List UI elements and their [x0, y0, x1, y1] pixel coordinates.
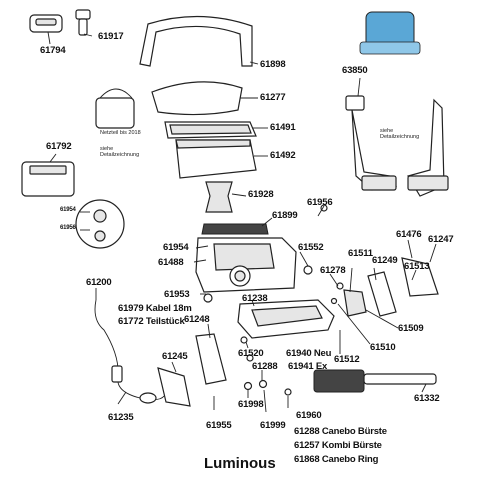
label-61512: 61512	[334, 354, 360, 365]
label-61954-detail: 61954	[60, 207, 76, 213]
label-61245: 61245	[162, 351, 188, 362]
label-61552: 61552	[298, 242, 324, 253]
label-61868: 61868 Canebo Ring	[294, 454, 379, 465]
label-61999: 61999	[260, 420, 286, 431]
label-61248: 61248	[184, 314, 210, 325]
side-panel-right-drawing	[367, 271, 397, 317]
label-61940: 61940 Neu	[286, 348, 332, 359]
remote-control-drawing	[29, 14, 63, 33]
label-61488: 61488	[158, 257, 184, 268]
handle-drawing	[139, 15, 253, 67]
track-left-drawing	[157, 367, 191, 407]
detail-circle-drawing	[75, 199, 125, 249]
small-fasteners-drawing	[203, 204, 344, 396]
drive-gear-drawing	[343, 289, 367, 317]
label-61979: 61979 Kabel 18m	[118, 303, 192, 314]
label-61513: 61513	[404, 261, 430, 272]
side-panel-left-drawing	[195, 333, 227, 385]
label-61917: 61917	[98, 31, 124, 42]
label-61898: 61898	[260, 59, 286, 70]
label-61332: 61332	[414, 393, 440, 404]
grate-drawing	[201, 223, 269, 235]
note-siehe-right: siehe Detailzeichnung	[380, 128, 420, 141]
label-61954: 61954	[163, 242, 189, 253]
label-61792: 61792	[46, 141, 72, 152]
power-plug-drawing	[75, 9, 91, 36]
label-61491: 61491	[270, 122, 296, 133]
caddy-left-drawing	[345, 95, 397, 191]
label-61235: 61235	[108, 412, 134, 423]
lid-drawing	[151, 81, 243, 116]
label-61288-brush: 61288 Canebo Bürste	[294, 426, 387, 437]
label-61956-detail: 61956	[60, 225, 76, 231]
note-siehe-left: siehe Detailzeichnung	[100, 146, 140, 159]
label-61247: 61247	[428, 234, 454, 245]
motor-body-drawing	[195, 237, 297, 293]
label-61278: 61278	[320, 265, 346, 276]
label-61277: 61277	[260, 92, 286, 103]
filter-box-drawing	[175, 139, 257, 179]
label-61476: 61476	[396, 229, 422, 240]
label-61200: 61200	[86, 277, 112, 288]
filter-frame-drawing	[164, 121, 257, 139]
label-61257: 61257 Kombi Bürste	[294, 440, 382, 451]
cable-drawing	[94, 299, 165, 404]
label-61772: 61772 Teilstück	[118, 316, 185, 327]
brush-drawing	[313, 369, 437, 393]
label-61520: 61520	[238, 348, 264, 359]
control-box-drawing	[21, 161, 75, 197]
label-61492: 61492	[270, 150, 296, 161]
label-61238: 61238	[242, 293, 268, 304]
label-61956-top: 61956	[307, 197, 333, 208]
label-61928: 61928	[248, 189, 274, 200]
track-right-drawing	[401, 257, 439, 297]
label-61794: 61794	[40, 45, 66, 56]
label-61511: 61511	[348, 248, 373, 259]
label-61510: 61510	[370, 342, 396, 353]
label-61941: 61941 Ex	[288, 361, 328, 372]
label-61899: 61899	[272, 210, 298, 221]
leader-lines	[47, 31, 437, 413]
diagram-title: Luminous	[204, 455, 276, 472]
robot-photo-drawing	[359, 11, 421, 55]
label-61953: 61953	[164, 289, 190, 300]
power-supply-drawing	[95, 88, 135, 129]
label-61249: 61249	[372, 255, 398, 266]
impeller-drawing	[205, 181, 233, 213]
label-61960: 61960	[296, 410, 322, 421]
caddy-right-drawing	[407, 98, 449, 197]
chassis-drawing	[237, 299, 335, 339]
label-61998: 61998	[238, 399, 264, 410]
label-61509: 61509	[398, 323, 424, 334]
label-63850: 63850	[342, 65, 368, 76]
label-61955: 61955	[206, 420, 232, 431]
label-61288: 61288	[252, 361, 278, 372]
note-netzteil: Netzteil bis 2018	[100, 130, 141, 136]
